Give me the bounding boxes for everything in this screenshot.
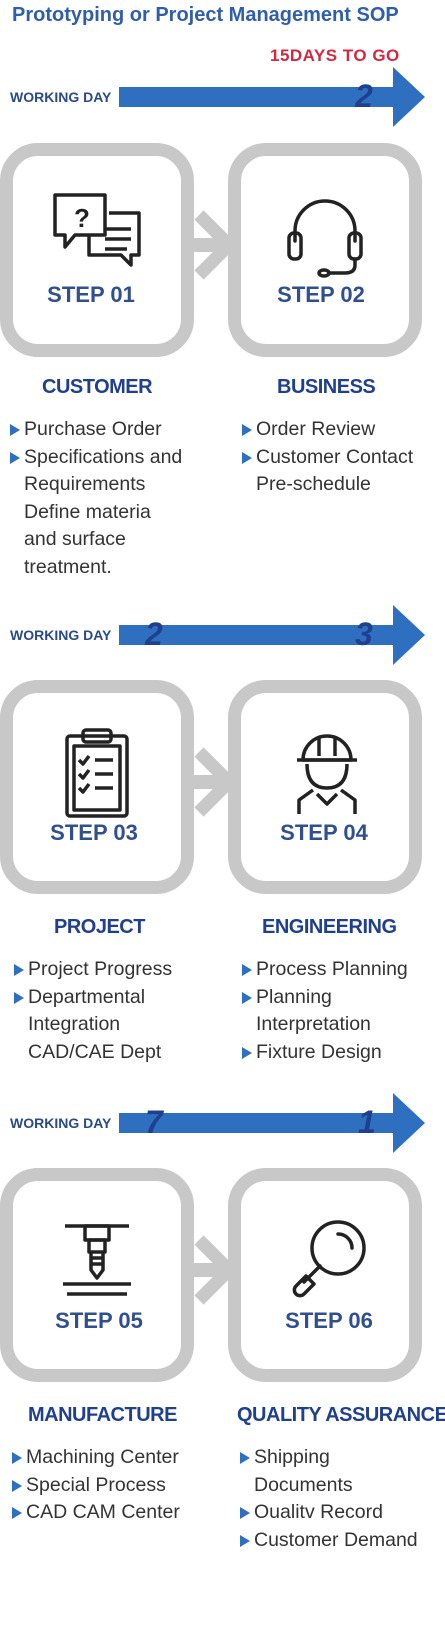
step-02-label: STEP 02 [277,282,365,307]
step-06-heading: QUALITY ASSURANCE [237,1404,445,1426]
step-01-label: STEP 01 [47,282,135,307]
step-02-card [228,143,422,357]
working-day-label: WORKING DAY [10,1115,112,1131]
step-04-heading: ENGINEERING [262,916,397,938]
timeline-start-day: 2 [145,616,163,652]
page-title: Prototyping or Project Management SOP [12,4,399,26]
list-item: Documents [254,1473,353,1496]
step-06-list: Shipping Documents Oualitv Record Custom… [240,1444,440,1554]
step-02-list: Order Review Customer Contact Pre-schedu… [242,416,442,499]
list-item: Project Progress [14,956,214,984]
step-06-card [228,1168,422,1382]
headset-icon [275,183,375,283]
timeline-end-day: 1 [358,1104,376,1140]
step-02-heading: BUSINESS [277,376,376,398]
step-05-heading: MANUFACTURE [28,1404,177,1426]
step-05-label: STEP 05 [55,1308,143,1333]
step-03-label: STEP 03 [50,820,138,845]
list-item: Requirements [24,473,146,495]
working-day-label: WORKING DAY [10,89,112,105]
list-item: Customer Contact [242,444,442,472]
timeline-arrow [119,605,425,665]
working-day-label: WORKING DAY [10,627,112,643]
list-item: Planning [242,984,442,1012]
step-03-list: Project Progress Departmental Integratio… [14,956,214,1066]
list-item: Interpretation [256,1013,371,1035]
step-01-card [0,143,194,357]
list-item: and surface [24,528,126,550]
list-item: Special Process [12,1472,212,1500]
list-item: Departmental [14,984,214,1012]
step-01-heading: CUSTOMER [42,376,153,398]
timeline-end-day: 3 [355,616,373,652]
list-item: Specifications and [10,444,210,472]
step-01-list: Purchase Order Specifications and Requir… [10,416,210,581]
step-06-label: STEP 06 [285,1308,373,1333]
list-item: Shipping [240,1444,440,1472]
magnifier-icon [280,1210,380,1310]
milling-machine-icon [47,1210,147,1310]
list-item: Customer Demand [240,1527,440,1555]
step-05-card [0,1168,194,1382]
list-item: Machining Center [12,1444,212,1472]
list-item: Fixture Design [242,1039,442,1067]
timeline-end-day: 2 [355,78,373,114]
list-item: Process Planning [242,956,442,984]
step-03-heading: PROJECT [54,916,145,938]
timeline-arrow [119,67,425,127]
step-04-card [228,680,422,894]
list-item: Pre-schedule [256,473,371,495]
step-04-list: Process Planning Planning Interpretation… [242,956,442,1066]
list-item: Define materia [24,500,151,523]
step-04-label: STEP 04 [280,820,368,845]
svg-text:?: ? [74,203,90,233]
days-to-go: 15DAYS TO GO [270,46,400,65]
list-item: Integration [28,1013,121,1035]
list-item: CAD/CAE Dept [28,1040,162,1063]
list-item: CAD CAM Center [12,1499,212,1527]
clipboard-icon [47,722,147,822]
list-item: treatment. [24,555,112,578]
chat-bubbles-icon: ? [47,183,147,283]
timeline-arrow [119,1093,425,1153]
list-item: Order Review [242,416,442,444]
step-05-list: Machining Center Special Process CAD CAM… [12,1444,212,1527]
engineer-hardhat-icon [277,722,377,822]
timeline-start-day: 7 [145,1104,163,1140]
list-item: Oualitv Record [240,1499,440,1527]
list-item: Purchase Order [10,416,210,444]
